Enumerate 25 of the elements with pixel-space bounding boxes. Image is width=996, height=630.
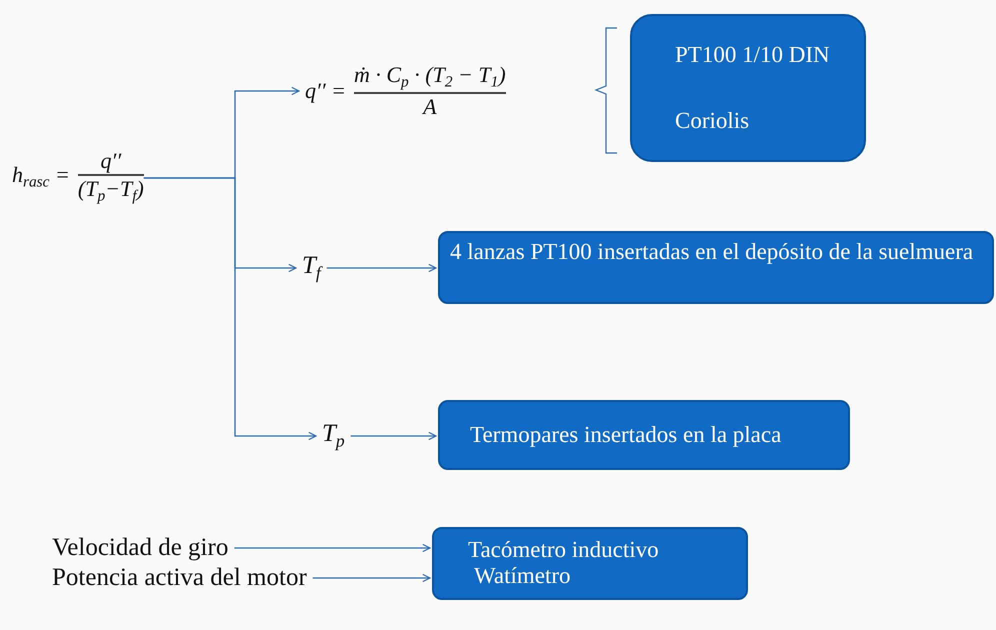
formula-lhs: h$_{rasc}$ = xyxy=(12,162,70,192)
arrow xyxy=(312,574,431,582)
arrow xyxy=(144,177,317,440)
variable-label: T$_{p}$ xyxy=(322,420,345,452)
measured-quantity: Potencia activa del motor xyxy=(52,564,307,592)
sensor-box xyxy=(630,14,866,162)
instrument-name: PT100 1/10 DIN xyxy=(675,42,831,68)
arrow xyxy=(326,264,437,272)
instrument-name: Termopares insertados en la placa xyxy=(470,422,782,448)
sensor-box xyxy=(438,400,850,470)
formula-lhs: q′′ = xyxy=(305,78,346,104)
instrument-name: Coriolis xyxy=(675,108,750,134)
numerator: ṁ · C$_{p}$ · (T$_{2}$ − T$_{1}$) xyxy=(354,62,506,92)
numerator: q′′ xyxy=(100,148,122,174)
instrument-name: Watímetro xyxy=(473,563,572,590)
denominator: A xyxy=(423,94,437,120)
arrow xyxy=(234,544,431,552)
sensor-box xyxy=(432,527,748,600)
arrow xyxy=(350,432,437,440)
instrument-name: Tacómetro inductivo xyxy=(468,537,660,564)
instrument-name: 4 lanzas PT100 insertadas en el depósito de la suelmuera xyxy=(450,239,974,266)
measured-quantity: Velocidad de giro xyxy=(52,534,228,562)
denominator: (T$_{p}$−T$_{f}$) xyxy=(78,176,144,206)
sensor-box xyxy=(438,231,994,304)
variable-label: T$_{f}$ xyxy=(302,252,321,284)
